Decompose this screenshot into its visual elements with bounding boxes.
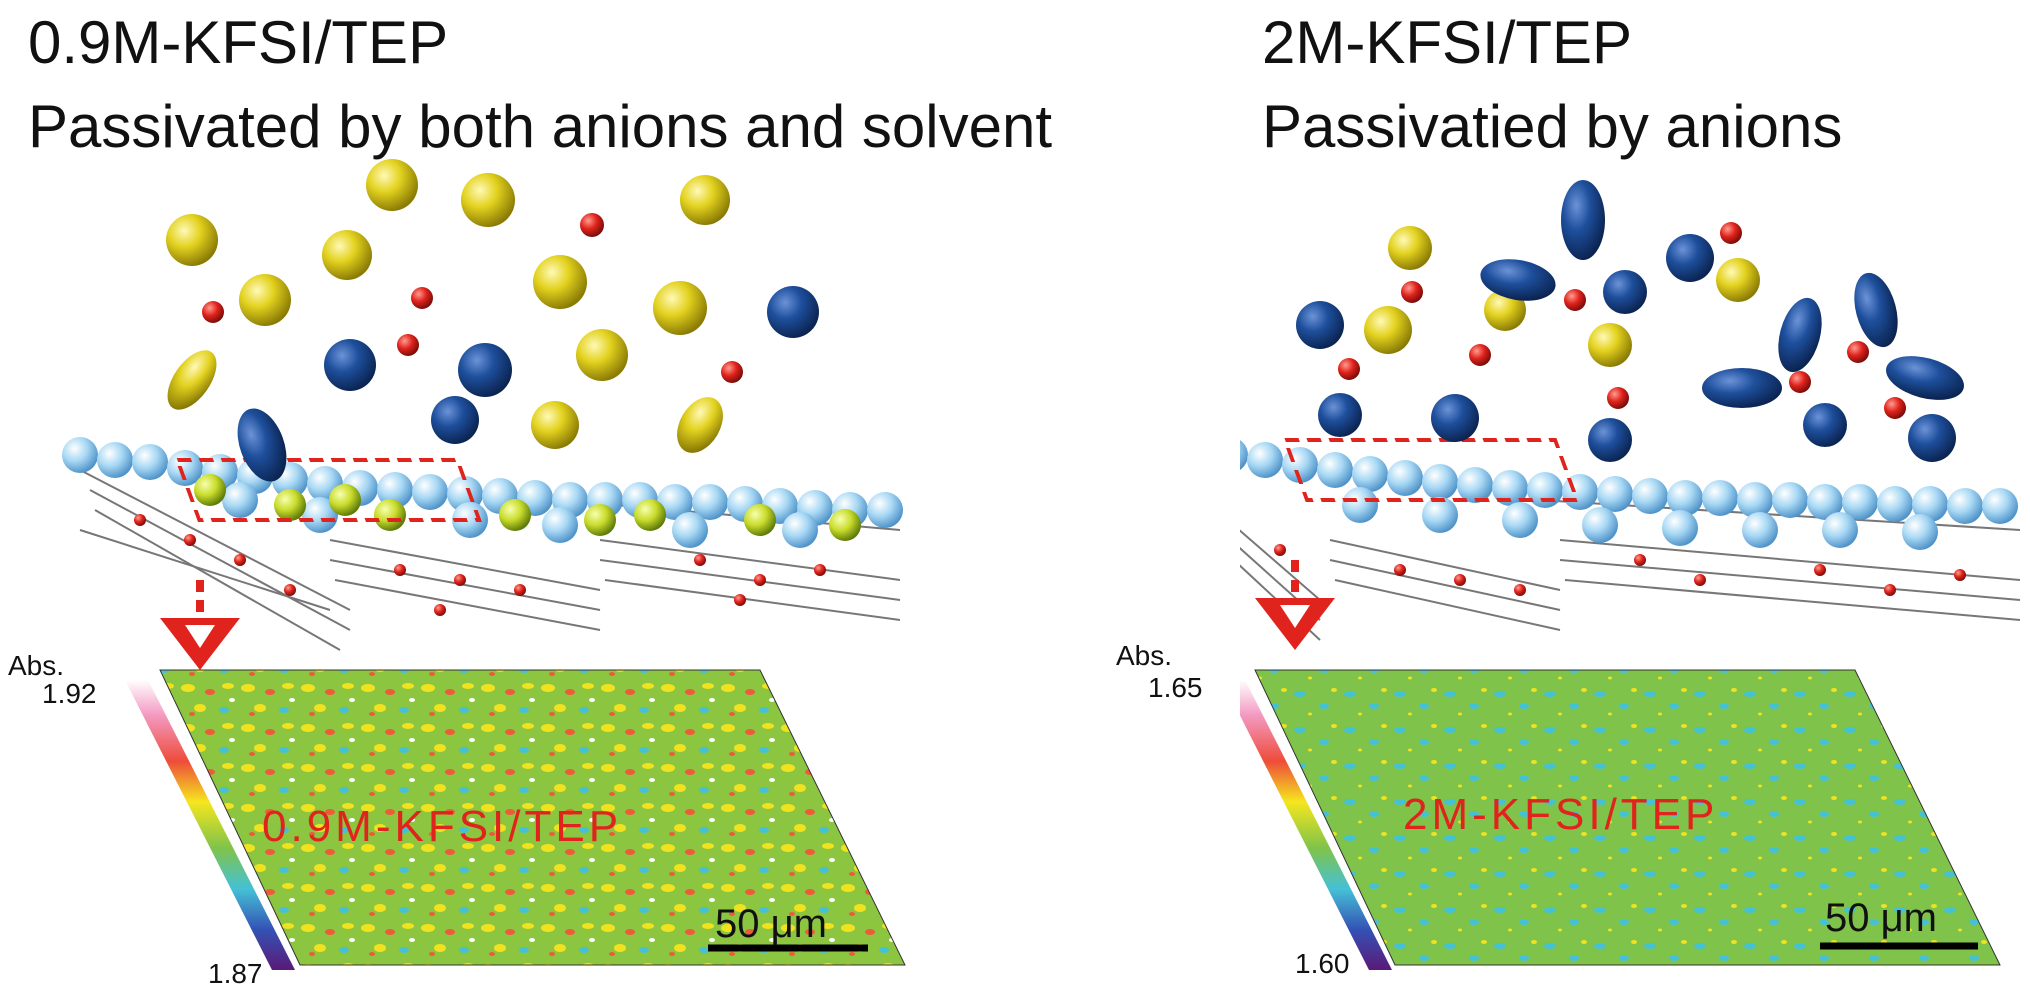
highlight-region	[1282, 438, 1580, 502]
colorbar-min: 1.87	[208, 958, 263, 989]
anion-molecules	[1296, 180, 1964, 462]
arrow-down	[160, 580, 240, 670]
panel-subtitle: Passivated by both anions and solvent	[28, 93, 1053, 160]
colorbar-min: 1.60	[1295, 948, 1350, 979]
map-label: 2M-KFSI/TEP	[1403, 790, 1719, 839]
map-label: 0.9M-KFSI/TEP	[262, 802, 623, 851]
colorbar	[125, 680, 295, 970]
intercalated-cations	[1274, 544, 1966, 596]
passivation-layer	[1240, 440, 2018, 550]
colorbar-label: Abs.	[1116, 640, 1173, 671]
arrow-down	[1255, 560, 1335, 650]
panel-title: 0.9M-KFSI/TEP	[28, 9, 449, 76]
ir-map-2m	[1240, 669, 2001, 970]
free-cations	[1338, 222, 1906, 419]
passivation-layer	[62, 437, 903, 548]
panel-title: 2M-KFSI/TEP	[1262, 9, 1633, 76]
colorbar-max: 1.92	[42, 678, 97, 709]
panel-0-9m: 0.9M-KFSI/TEP Passivated by both anions …	[8, 9, 1053, 989]
colorbar	[1240, 680, 1392, 970]
free-cations	[202, 213, 743, 383]
solvent-molecules	[166, 159, 730, 453]
panel-subtitle: Passivatied by anions	[1262, 93, 1843, 160]
anion-molecules	[237, 286, 819, 482]
scale-bar-label: 50 μm	[1825, 896, 1937, 940]
intercalated-cations	[134, 514, 826, 616]
colorbar-label: Abs.	[8, 650, 65, 681]
panel-2m: 2M-KFSI/TEP Passivatied by anions Abs. 1…	[1116, 0, 2030, 1006]
scene-0-9m	[62, 159, 906, 970]
colorbar-max: 1.65	[1148, 672, 1203, 703]
ir-map-0-9m	[125, 669, 906, 970]
scale-bar-label: 50 μm	[715, 902, 827, 946]
scene-2m	[1240, 180, 2021, 970]
